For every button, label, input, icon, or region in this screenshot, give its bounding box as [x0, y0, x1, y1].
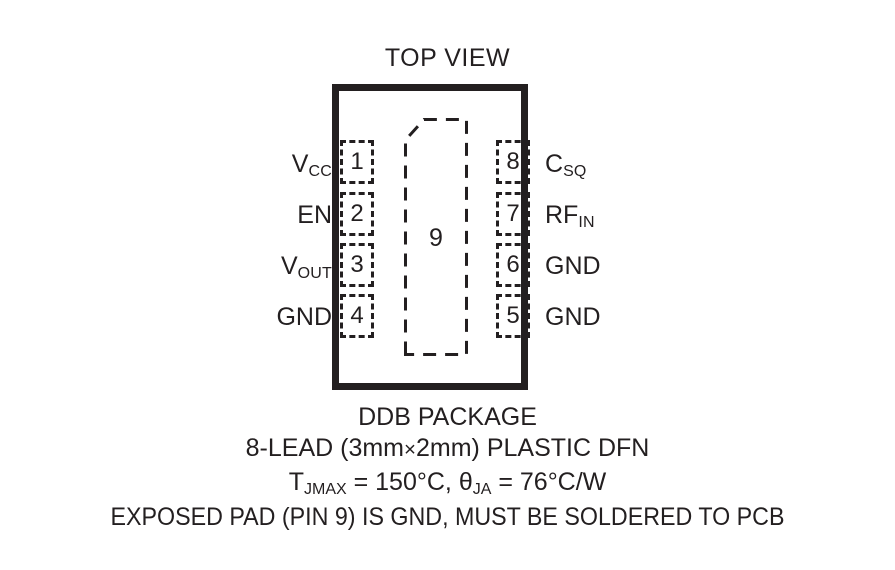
pin-number-6: 6 — [506, 251, 520, 278]
pin-number-2: 2 — [350, 200, 364, 227]
pin-label-6: GND — [545, 254, 601, 279]
pin-label-7-sub: IN — [578, 213, 595, 231]
thermal-theta-value: = 76°C/W — [491, 468, 607, 496]
pin-label-3-sub: OUT — [297, 264, 332, 282]
pin-label-3: VOUT — [280, 252, 332, 282]
exposed-pad-outline: 9 — [404, 118, 468, 356]
pin-pad-5: 5 — [496, 294, 530, 338]
pin-label-3-main: V — [280, 252, 298, 280]
thermal-tjmax-symbol: T — [288, 468, 304, 496]
pin-number-4: 4 — [350, 302, 364, 329]
pin-number-8: 8 — [506, 148, 520, 175]
pin-pad-1: 1 — [340, 140, 374, 184]
pin-label-7-main: RF — [545, 201, 579, 229]
thermal-theta-symbol: θ — [458, 468, 473, 496]
caption-leads-prefix: 8-LEAD (3mm — [245, 434, 405, 462]
exposed-pad-number: 9 — [429, 224, 443, 252]
caption-exposed-pad-note: EXPOSED PAD (PIN 9) IS GND, MUST BE SOLD… — [110, 503, 785, 531]
pin-pad-4: 4 — [340, 294, 374, 338]
pin-number-5: 5 — [506, 302, 520, 329]
pin-label-5-main: GND — [545, 303, 601, 331]
caption-package-name: DDB PACKAGE — [358, 403, 537, 431]
pin-label-4: GND — [276, 305, 332, 330]
caption-lead-count: 8-LEAD (3mm×2mm) PLASTIC DFN — [0, 432, 895, 466]
pin-number-1: 1 — [350, 148, 364, 175]
caption-leads-suffix: 2mm) PLASTIC DFN — [416, 434, 650, 462]
pin-label-8: CSQ — [545, 150, 587, 180]
pin-label-4-main: GND — [276, 303, 332, 331]
pin-pad-3: 3 — [340, 243, 374, 287]
pin-label-1: VCC — [291, 150, 332, 180]
pin-label-2: EN — [297, 203, 332, 228]
pin-label-2-main: EN — [297, 201, 332, 229]
pin-label-8-sub: SQ — [563, 162, 587, 180]
pin-label-5: GND — [545, 305, 601, 330]
thermal-theta-subscript: JA — [472, 480, 492, 498]
pin-pad-8: 8 — [496, 140, 530, 184]
pin-number-3: 3 — [350, 251, 364, 278]
package-body-outline — [332, 84, 528, 390]
pin-label-1-sub: CC — [308, 162, 332, 180]
top-view-title: TOP VIEW — [384, 44, 511, 72]
pin-pad-6: 6 — [496, 243, 530, 287]
pin-label-1-main: V — [291, 150, 309, 178]
pin-number-7: 7 — [506, 200, 520, 227]
pin-label-6-main: GND — [545, 252, 601, 280]
pin-pad-7: 7 — [496, 192, 530, 236]
pin-label-8-main: C — [545, 150, 564, 178]
pin-label-7: RFIN — [545, 201, 595, 231]
caption-block: DDB PACKAGE 8-LEAD (3mm×2mm) PLASTIC DFN… — [0, 402, 895, 532]
pin-pad-2: 2 — [340, 192, 374, 236]
multiplication-sign-icon: × — [404, 438, 416, 461]
caption-thermal-spec: TJMAX = 150°C, θJA = 76°C/W — [0, 466, 895, 502]
thermal-tjmax-value: = 150°C, — [346, 468, 459, 496]
thermal-tjmax-subscript: JMAX — [303, 480, 347, 498]
